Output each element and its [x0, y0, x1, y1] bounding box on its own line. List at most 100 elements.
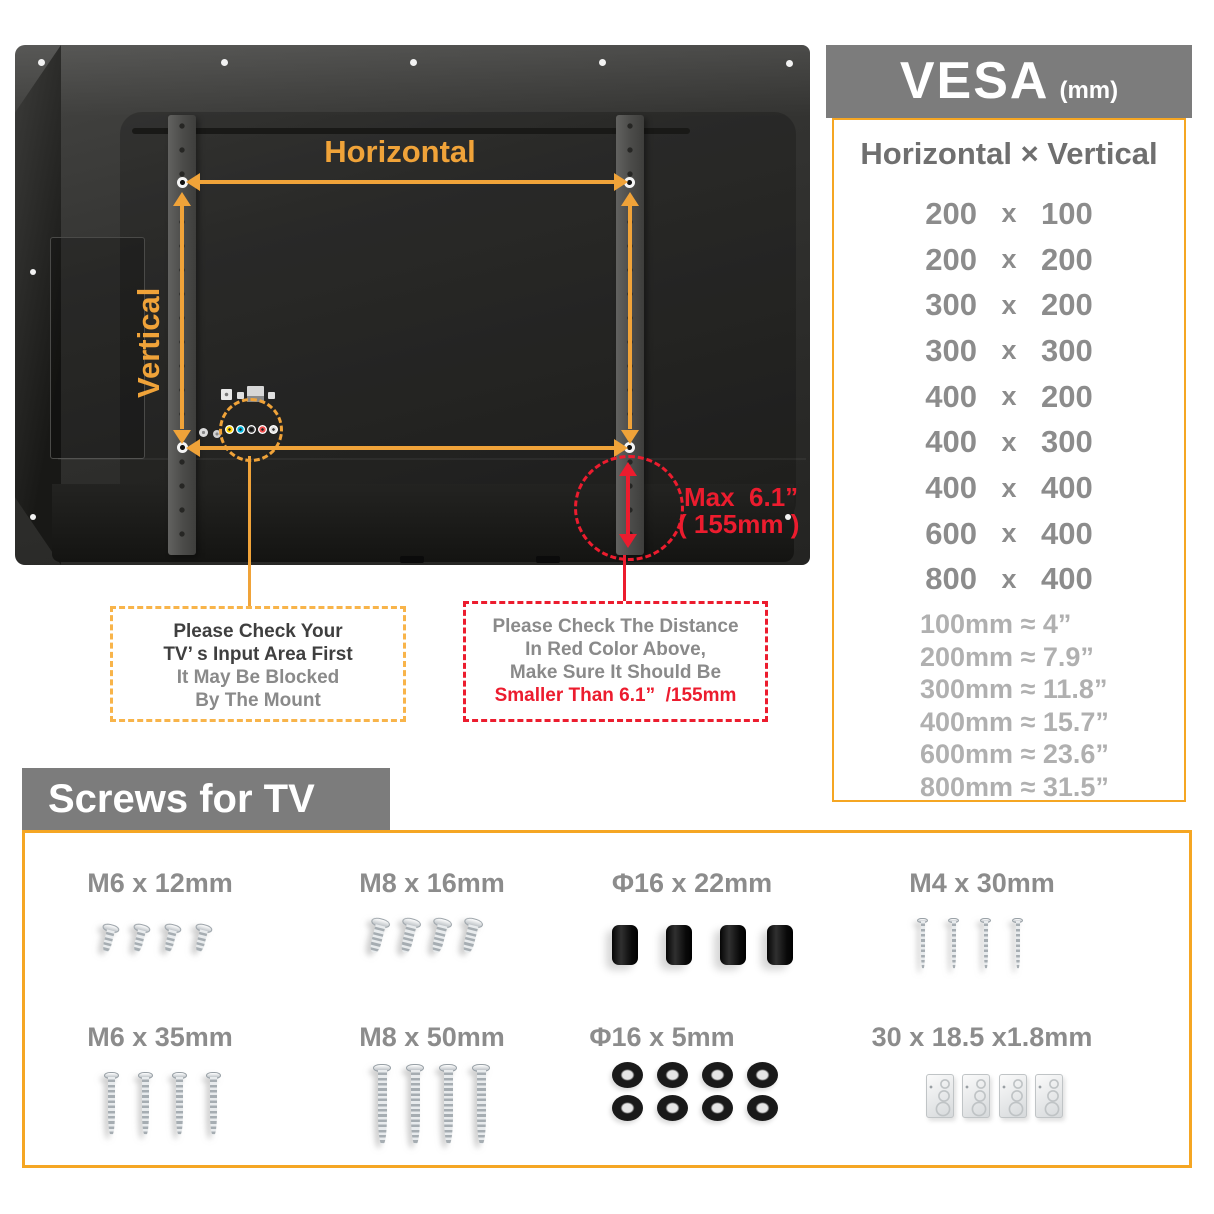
vesa-v: 200	[1041, 241, 1093, 277]
vesa-sep: x	[1001, 198, 1017, 229]
horizontal-dimension-label: Horizontal	[324, 134, 476, 169]
port-icon	[221, 389, 232, 400]
adapter-plate-icon	[926, 1074, 954, 1118]
vesa-sep: x	[1001, 335, 1017, 366]
tv-top-bevel	[15, 45, 810, 117]
port-icon	[237, 392, 244, 399]
vesa-size-row: 300 x 300	[832, 328, 1186, 374]
max-distance-highlight-circle	[574, 455, 684, 561]
vesa-conversion-row: 100mm ≈ 4”	[920, 609, 1072, 639]
chassis-screw-dot	[599, 59, 606, 66]
vesa-sep: x	[1001, 426, 1017, 457]
max-distance-value: Max 6.1”	[684, 482, 799, 512]
arrowhead-right-icon	[614, 173, 628, 191]
washer-icon	[612, 1062, 643, 1088]
note-line: TV’ s Input Area First	[163, 644, 353, 665]
vesa-v: 200	[1041, 378, 1093, 414]
screw-group-label: M6 x 35mm	[87, 1022, 233, 1052]
vesa-conversion-row: 600mm ≈ 23.6”	[920, 739, 1109, 770]
note-line: Make Sure It Should Be	[509, 662, 722, 683]
note-line: By The Mount	[195, 690, 321, 711]
tv-recessed-panel	[120, 112, 796, 524]
vesa-v: 200	[1041, 287, 1093, 323]
screw-icon	[439, 1064, 457, 1144]
arrowhead-left-icon	[186, 173, 200, 191]
vesa-subtitle: Horizontal × Vertical	[860, 136, 1158, 171]
vesa-v: 300	[1041, 332, 1093, 368]
screw-icon	[948, 918, 959, 969]
screw-icon	[1012, 918, 1023, 969]
note-line: Please Check The Distance	[492, 616, 739, 637]
adapter-plate-icon	[962, 1074, 990, 1118]
screw-icon	[172, 1072, 187, 1135]
screw-group-label: M8 x 50mm	[359, 1022, 505, 1052]
vesa-h: 400	[925, 424, 977, 460]
vesa-sep: x	[1001, 244, 1017, 275]
av-port-icon	[199, 428, 208, 437]
vesa-v: 100	[1041, 195, 1093, 231]
spacer-cylinder-icon	[720, 925, 746, 965]
horizontal-arrow-line-bottom	[198, 446, 614, 450]
vesa-v: 400	[1041, 515, 1093, 551]
vesa-screw-top-right	[624, 177, 635, 188]
washer-icon	[612, 1095, 643, 1121]
vertical-dimension-label: Vertical	[131, 287, 166, 398]
input-note-connector-line	[248, 456, 251, 606]
distance-note-box: Please Check The Distance In Red Color A…	[463, 601, 768, 722]
max-distance-arrow-line	[626, 474, 630, 534]
chassis-screw-dot	[785, 514, 791, 520]
arrowhead-down-icon	[619, 534, 637, 548]
max-distance-value-mm: ( 155mm )	[678, 509, 800, 539]
av-port-icon	[213, 430, 221, 438]
vesa-title: VESA	[899, 52, 1050, 110]
arrowhead-down-icon	[621, 430, 639, 444]
screw-group-label: Φ16 x 5mm	[589, 1022, 735, 1052]
vesa-h: 400	[925, 470, 977, 506]
chassis-screw-dot	[38, 59, 45, 66]
vesa-v: 400	[1041, 470, 1093, 506]
washer-icon	[657, 1095, 688, 1121]
screws-panel-header: Screws for TV	[22, 768, 390, 830]
vesa-panel-header: VESA (mm)	[826, 45, 1192, 118]
tv-panel-seam	[58, 458, 806, 460]
washer-icon	[702, 1095, 733, 1121]
vesa-unit: (mm)	[1059, 77, 1119, 104]
screw-group-label: M4 x 30mm	[909, 868, 1055, 898]
vesa-h: 400	[925, 378, 977, 414]
vesa-conversion-row: 400mm ≈ 15.7”	[920, 706, 1109, 737]
vesa-screw-bottom-left	[177, 442, 188, 453]
vertical-arrow-line-left	[180, 203, 184, 429]
vesa-h: 300	[925, 332, 977, 368]
vesa-size-row: 800 x 400	[832, 557, 1186, 603]
vesa-h: 200	[925, 195, 977, 231]
screw-icon	[917, 918, 928, 969]
spacer-cylinder-icon	[767, 925, 793, 965]
vesa-h: 800	[925, 561, 977, 597]
screw-icon	[980, 918, 991, 969]
input-area-note-box: Please Check Your TV’ s Input Area First…	[110, 606, 406, 722]
spacer-cylinder-icon	[612, 925, 638, 965]
vesa-conversion-row: 200mm ≈ 7.9”	[920, 641, 1094, 672]
vertical-arrow-line-right	[628, 203, 632, 429]
screw-icon	[373, 1064, 391, 1144]
arrowhead-up-icon	[621, 192, 639, 206]
input-area-highlight-circle	[219, 398, 283, 462]
washer-icon	[657, 1062, 688, 1088]
distance-note-connector-line	[623, 555, 626, 601]
washer-icon	[747, 1062, 778, 1088]
vesa-h: 300	[925, 287, 977, 323]
vesa-v: 400	[1041, 561, 1093, 597]
screw-icon	[138, 1072, 153, 1135]
screw-icon	[472, 1064, 490, 1144]
horizontal-arrow-line-top	[198, 180, 614, 184]
vesa-sep: x	[1001, 518, 1017, 549]
screw-group-label: 30 x 18.5 x1.8mm	[871, 1022, 1093, 1052]
spacer-cylinder-icon	[666, 925, 692, 965]
vesa-sep: x	[1001, 563, 1017, 594]
chassis-screw-dot	[30, 514, 36, 520]
